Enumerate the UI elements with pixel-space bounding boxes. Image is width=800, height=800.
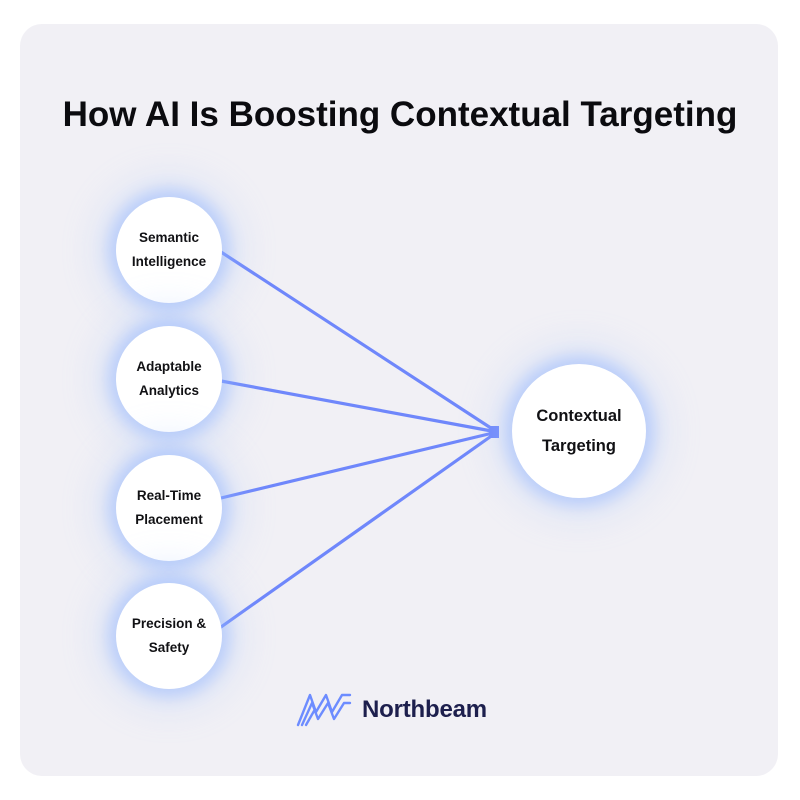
node-semantic-intelligence: Semantic Intelligence (116, 197, 222, 303)
node-contextual-targeting: Contextual Targeting (512, 364, 646, 498)
page-title: How AI Is Boosting Contextual Targeting (62, 95, 738, 134)
connector-precision (219, 430, 499, 629)
brand-name: Northbeam (362, 696, 487, 723)
node-label: Semantic Intelligence (131, 230, 207, 269)
node-real-time-placement: Real-Time Placement (116, 455, 222, 561)
northbeam-logo-icon (296, 693, 352, 727)
node-label: Adaptable Analytics (136, 359, 202, 398)
connector-adaptable (219, 379, 499, 434)
target-label: Contextual Targeting (536, 407, 622, 455)
node-adaptable-analytics: Adaptable Analytics (116, 326, 222, 432)
node-precision-safety: Precision & Safety (116, 583, 222, 689)
connector-semantic (219, 250, 499, 434)
brand-logo: Northbeam (296, 690, 516, 730)
node-label: Real-Time Placement (135, 488, 203, 527)
connector-realtime (219, 430, 499, 500)
connector-junction (489, 426, 499, 438)
node-label: Precision & Safety (131, 616, 207, 655)
